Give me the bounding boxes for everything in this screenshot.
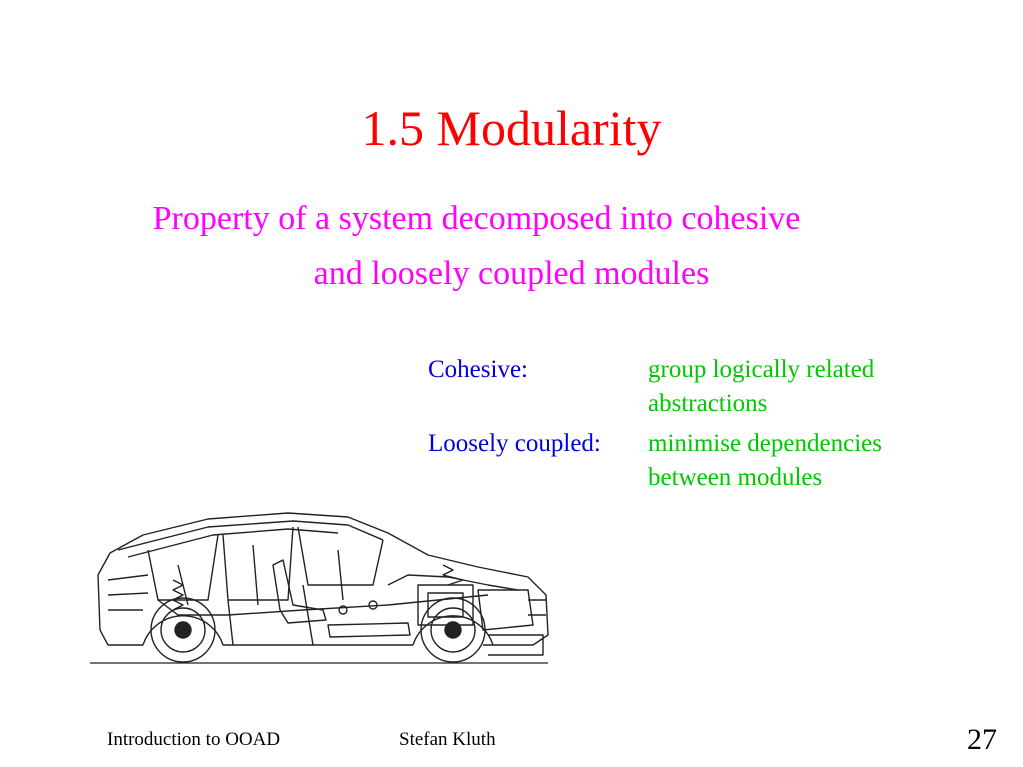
subtitle-line-2: and loosely coupled modules (313, 255, 710, 292)
term-loosely-coupled: Loosely coupled: (428, 430, 601, 457)
definition-cohesive: group logically related abstractions (648, 353, 988, 421)
car-cutaway-illustration-icon (90, 512, 549, 664)
definition-line: between modules (648, 464, 823, 491)
footer-course: Introduction to OOAD (107, 729, 281, 750)
definition-line: minimise dependencies (648, 430, 882, 457)
term-cohesive: Cohesive: (428, 356, 528, 383)
footer-author: Stefan Kluth (399, 729, 496, 750)
definition-line: group logically related (648, 356, 875, 383)
definition-line: abstractions (648, 390, 768, 417)
page-number: 27 (967, 723, 997, 756)
definition-loosely-coupled: minimise dependencies between modules (648, 427, 988, 495)
slide-title: 1.5 Modularity (361, 100, 662, 156)
subtitle-line-1: Property of a system decomposed into coh… (152, 200, 801, 237)
